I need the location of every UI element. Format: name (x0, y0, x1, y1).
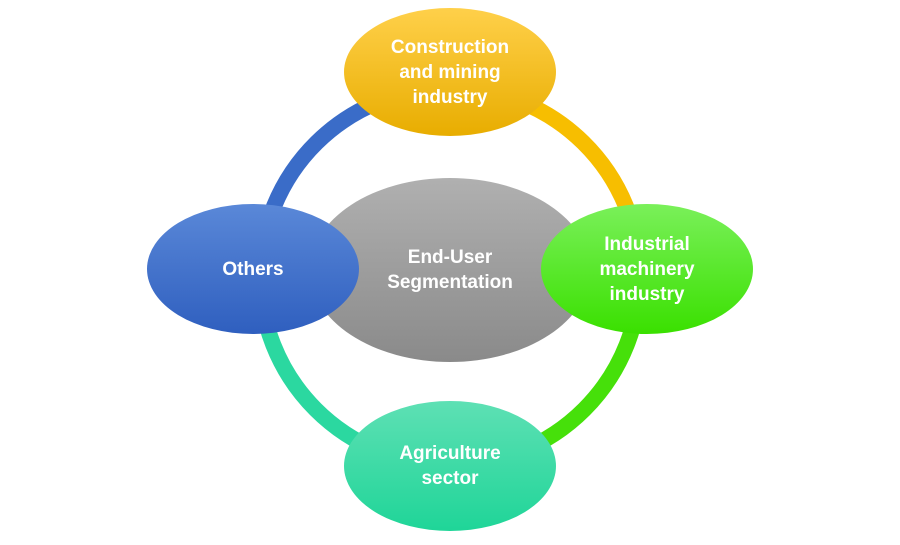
construction-label: Construction and mining industry (350, 32, 550, 112)
node-others (147, 204, 359, 334)
node-industrial (541, 204, 753, 334)
label-line: Others (222, 258, 284, 280)
label-line: Construction (390, 36, 510, 58)
label-line: Agriculture (399, 443, 501, 464)
label-line: industry (412, 86, 488, 108)
center-line: Segmentation (387, 272, 513, 293)
label-line: machinery (599, 258, 695, 280)
industrial-label: Industrial machinery industry (547, 229, 747, 309)
label-line: sector (421, 468, 479, 489)
others-label: Others (153, 229, 353, 309)
label-line: and mining (399, 61, 501, 83)
node-construction (344, 8, 556, 136)
center-ellipse (310, 178, 590, 362)
center-line: End-User (407, 247, 493, 268)
node-agriculture (344, 401, 556, 531)
agriculture-label: Agriculture sector (350, 426, 550, 506)
label-line: industry (609, 283, 685, 305)
label-line: Industrial (604, 233, 690, 255)
